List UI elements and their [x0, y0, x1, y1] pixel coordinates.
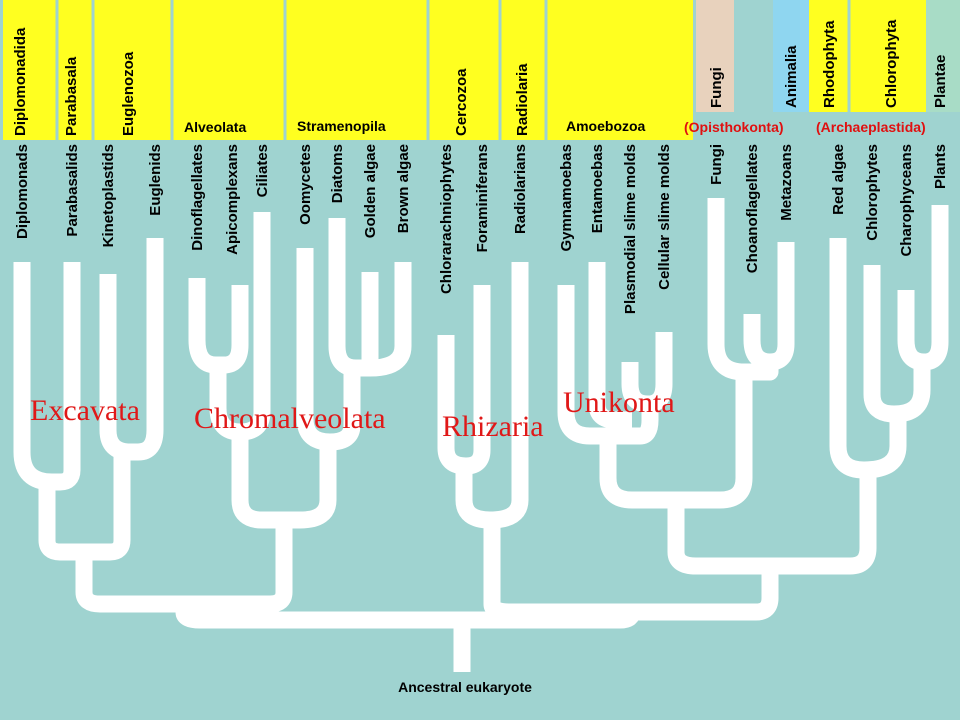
band-separators: [55, 0, 851, 140]
leaf-diatoms: Diatoms: [329, 144, 346, 203]
leaf-gymnamoebas: Gymnamoebas: [558, 144, 575, 252]
leaf-chlorophytes: Chlorophytes: [864, 144, 881, 241]
clade-opisthokonta: (Opisthokonta): [684, 119, 784, 135]
branch-top: [175, 603, 641, 629]
branch-rhizaria: [455, 262, 529, 529]
leaf-dinoflagellates: Dinoflagellates: [189, 144, 206, 251]
group-amoebozoa: Amoebozoa: [566, 118, 646, 134]
leaf-plasmodial-slime-molds: Plasmodial slime molds: [622, 144, 639, 314]
supergroup-excavata: Excavata: [30, 394, 140, 427]
group-radiolaria: Radiolaria: [514, 63, 531, 136]
leaf-parabasalids: Parabasalids: [64, 144, 81, 237]
group-cercozoa: Cercozoa: [453, 68, 470, 136]
leaf-cellular-slime-molds: Cellular slime molds: [656, 144, 673, 290]
leaf-apicomplexans: Apicomplexans: [224, 144, 241, 255]
leaf-labels: Diplomonads Parabasalids Kinetoplastids …: [14, 144, 949, 314]
supergroup-unikonta: Unikonta: [563, 386, 675, 419]
clade-labels: (Opisthokonta) (Archaeplastida): [684, 119, 926, 135]
leaf-diplomonads: Diplomonads: [14, 144, 31, 239]
leaf-kinetoplastids: Kinetoplastids: [100, 144, 117, 247]
group-fungi: Fungi: [708, 67, 725, 108]
leaf-ciliates: Ciliates: [254, 144, 271, 197]
supergroup-rhizaria: Rhizaria: [442, 410, 544, 443]
group-parabasala: Parabasala: [63, 56, 80, 136]
root-label: Ancestral eukaryote: [398, 679, 532, 695]
group-labels-horizontal: Alveolata Stramenopila Amoebozoa: [184, 118, 646, 135]
group-euglenozoa: Euglenozoa: [120, 51, 137, 136]
leaf-charophyceans: Charophyceans: [898, 144, 915, 257]
leaf-oomycetes: Oomycetes: [297, 144, 314, 225]
leaf-brown-algae: Brown algae: [395, 144, 412, 233]
group-diplomonadida: Diplomonadida: [12, 27, 29, 136]
branch-dino-api: [188, 278, 249, 374]
branch-entamoeba: [588, 262, 632, 429]
leaf-fungi: Fungi: [708, 144, 725, 185]
band-yellow: [3, 0, 693, 140]
leaf-red-algae: Red algae: [830, 144, 847, 215]
leaf-euglenids: Euglenids: [147, 144, 164, 216]
leaf-plants: Plants: [932, 144, 949, 189]
group-chlorophyta: Chlorophyta: [883, 19, 900, 108]
band-fungi: [696, 0, 734, 112]
clade-archaeplastida: (Archaeplastida): [816, 119, 926, 135]
leaf-metazoans: Metazoans: [778, 144, 795, 221]
branch-diplo-para: [13, 262, 81, 491]
supergroup-labels: Excavata Chromalveolata Rhizaria Unikont…: [30, 386, 675, 443]
branch-opisthokonta: [707, 198, 779, 381]
branch-euglenozoa: [99, 238, 164, 461]
group-rhodophyta: Rhodophyta: [821, 20, 838, 108]
band-rhodo-chloro: [809, 0, 926, 112]
group-alveolata: Alveolata: [184, 119, 246, 135]
branch-excavata: [38, 452, 131, 561]
leaf-golden-algae: Golden algae: [362, 144, 379, 238]
supergroup-chromalveolata: Chromalveolata: [194, 402, 386, 435]
group-labels: Diplomonadida Parabasala Euglenozoa Cerc…: [12, 19, 949, 136]
group-animalia: Animalia: [783, 45, 800, 108]
band-plantae: [926, 0, 960, 112]
leaf-entamoebas: Entamoebas: [589, 144, 606, 233]
leaf-radiolarians: Radiolarians: [512, 144, 529, 234]
group-stramenopila: Stramenopila: [297, 118, 386, 134]
branch-uni-arch: [667, 470, 877, 575]
band-animalia: [773, 0, 809, 112]
group-plantae: Plantae: [932, 55, 949, 108]
leaf-foraminiferans: Foraminiferans: [474, 144, 491, 252]
leaf-choanoflagellates: Choanoflagellates: [744, 144, 761, 273]
leaf-chlorarachniophytes: Chlorarachniophytes: [438, 144, 455, 294]
tree-branches: [13, 198, 949, 672]
